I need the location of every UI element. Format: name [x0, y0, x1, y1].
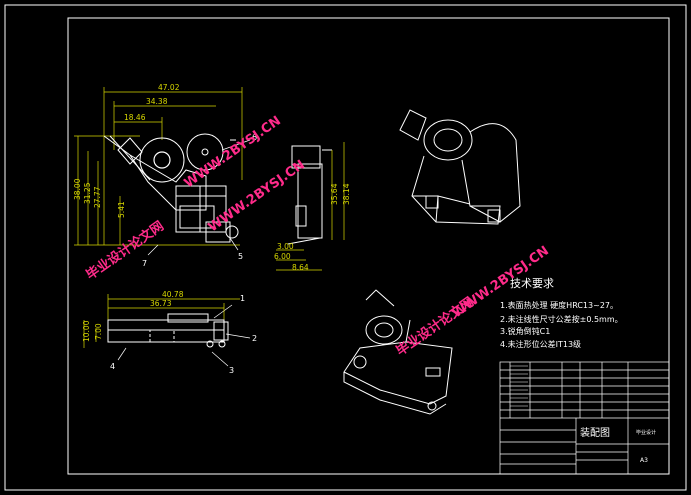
watermark-cn-1: 毕业设计论文网 — [83, 218, 167, 283]
dim-6-00: 6.00 — [274, 252, 291, 261]
side-view — [276, 142, 345, 271]
dim-47-02: 47.02 — [158, 83, 180, 92]
balloon-1: 1 — [240, 294, 245, 303]
dim-34-38: 34.38 — [146, 97, 168, 106]
dim-36-73: 36.73 — [150, 299, 172, 308]
sheet-size: A3 — [640, 457, 648, 464]
drawing-name: 装配图 — [580, 426, 610, 439]
balloon-5: 5 — [238, 252, 243, 261]
isometric-view-top — [399, 109, 521, 225]
title-block — [499, 361, 670, 475]
tech-req-item-2: 2.未注线性尺寸公差按±0.5mm。 — [500, 314, 623, 324]
front-view-dimensions: 47.02 34.38 18.46 38.00 31.25 27.77 5.41 — [73, 83, 180, 218]
balloons: 6 5 7 1 2 3 4 — [110, 133, 257, 375]
balloon-7: 7 — [142, 259, 147, 268]
dim-38-00: 38.00 — [73, 178, 82, 200]
tech-requirements-title: 技术要求 — [510, 277, 554, 290]
tech-requirements: 技术要求 1.表面热处理 硬度HRC13~27。 2.未注线性尺寸公差按±0.5… — [500, 277, 623, 349]
watermark-cn-2: 毕业设计论文网 — [393, 294, 477, 359]
outer-border — [4, 4, 687, 491]
dim-35-64: 35.64 — [330, 183, 339, 205]
top-view-dimensions: 40.78 36.73 10.00 7.00 — [82, 290, 184, 342]
balloon-4: 4 — [110, 362, 115, 371]
dim-31-25: 31.25 — [83, 182, 92, 204]
school-label: 毕业设计 — [636, 429, 656, 436]
tech-req-item-1: 1.表面热处理 硬度HRC13~27。 — [500, 300, 618, 310]
balloon-6: 6 — [252, 133, 257, 142]
dim-8-64: 8.64 — [292, 263, 309, 272]
inner-frame — [67, 17, 670, 475]
title-block-text: 装配图 毕业设计 A3 — [580, 426, 656, 464]
dim-40-78: 40.78 — [162, 290, 184, 299]
dim-27-77: 27.77 — [93, 186, 102, 208]
dim-18-46: 18.46 — [124, 113, 146, 122]
balloon-3: 3 — [229, 366, 234, 375]
top-view — [83, 294, 240, 348]
front-view — [74, 87, 243, 246]
watermarks: WWW.2BYSJ.CN WWW.2BYSJ.CN 毕业设计论文网 WWW.2B… — [83, 114, 552, 360]
dim-3-00: 3.00 — [277, 242, 294, 251]
dim-38-14: 38.14 — [342, 183, 351, 205]
dim-7-00: 7.00 — [94, 323, 103, 340]
balloon-2: 2 — [252, 334, 257, 343]
side-view-dimensions: 35.64 38.14 3.00 6.00 8.64 — [274, 183, 351, 272]
isometric-view-bottom — [343, 289, 453, 415]
tech-req-item-4: 4.未注形位公差IT13级 — [500, 339, 581, 349]
dim-10-00: 10.00 — [82, 320, 91, 342]
dim-5-41: 5.41 — [117, 201, 126, 218]
tech-req-item-3: 3.锐角倒钝C1 — [500, 326, 550, 336]
